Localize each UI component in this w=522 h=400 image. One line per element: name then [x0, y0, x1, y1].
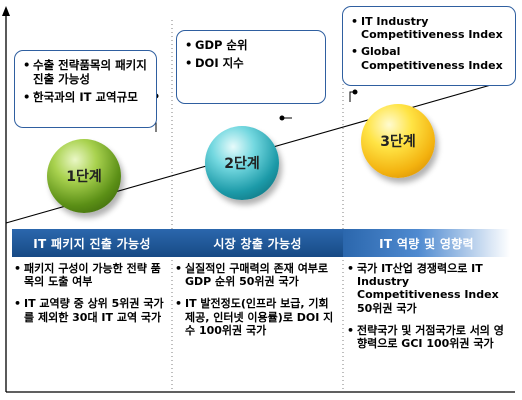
callout-item: DOI 지수 — [185, 56, 317, 71]
callout-item: 수출 전략품목의 패키지 진출 가능성 — [23, 58, 148, 87]
criteria-item: 실질적인 구매력의 존재 여부로 GDP 순위 50위권 국가 — [175, 262, 335, 288]
stage-3-label: 3단계 — [380, 134, 416, 150]
column-3-criteria: 국가 IT산업 경쟁력으로 IT Industry Competitivenes… — [347, 262, 507, 359]
callout-item: IT Industry Competitiveness Index — [351, 15, 507, 41]
criteria-item: 국가 IT산업 경쟁력으로 IT Industry Competitivenes… — [347, 262, 507, 315]
column-2-header: 시장 창출 가능성 — [172, 229, 343, 257]
stage-2-sphere: 2단계 — [205, 126, 279, 200]
stage-1-callout: 수출 전략품목의 패키지 진출 가능성 한국과의 IT 교역규모 — [14, 50, 157, 128]
criteria-item: 패키지 구성이 가능한 전략 품목의 도출 여부 — [14, 262, 168, 288]
criteria-item: IT 교역량 중 상위 5위권 국가를 제외한 30대 IT 교역 국가 — [14, 297, 168, 323]
column-3-header: IT 역량 및 영향력 — [343, 229, 510, 257]
callout-item: 한국과의 IT 교역규모 — [23, 90, 148, 105]
column-1-header: IT 패키지 진출 가능성 — [12, 229, 172, 257]
callout-item: Global Competitiveness Index — [351, 45, 507, 71]
stage-1-label: 1단계 — [66, 169, 102, 185]
stage-2-label: 2단계 — [224, 156, 260, 172]
column-2-criteria: 실질적인 구매력의 존재 여부로 GDP 순위 50위권 국가 IT 발전정도(… — [175, 262, 335, 346]
stage-3-callout: IT Industry Competitiveness Index Global… — [342, 6, 516, 86]
stage-1-sphere: 1단계 — [47, 139, 121, 213]
criteria-item: 전략국가 및 거점국가로 서의 영향력으로 GCI 100위권 국가 — [347, 324, 507, 350]
column-1-criteria: 패키지 구성이 가능한 전략 품목의 도출 여부 IT 교역량 중 상위 5위권… — [14, 262, 168, 333]
criteria-item: IT 발전정도(인프라 보급, 기회제공, 인터넷 이용률)로 DOI 지수 1… — [175, 297, 335, 337]
axis-arrowhead — [2, 6, 10, 16]
stage-2-callout: GDP 순위 DOI 지수 — [176, 30, 326, 104]
callout-item: GDP 순위 — [185, 38, 317, 53]
stage-3-sphere: 3단계 — [361, 104, 435, 178]
